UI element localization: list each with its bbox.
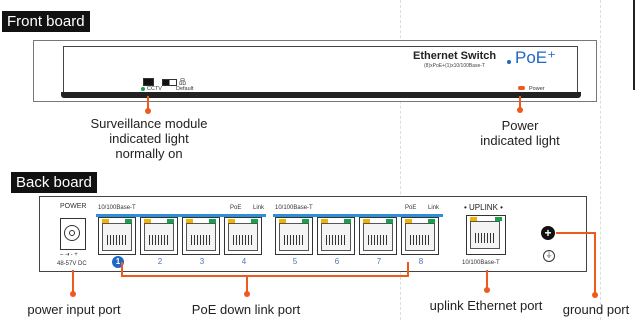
back-board-label: Back board xyxy=(11,172,97,193)
dashed-separator xyxy=(600,0,601,320)
callout-dot xyxy=(145,108,151,114)
callout-line xyxy=(519,96,521,109)
default-label: Default xyxy=(176,86,194,92)
group1-link-label: Link xyxy=(253,205,265,211)
front-panel-base xyxy=(61,92,581,98)
group2-link-label: Link xyxy=(428,205,440,211)
polarity-icon: – ‑◐‑ + xyxy=(60,252,78,258)
power-jack-pin xyxy=(69,230,75,236)
power-label: POWER xyxy=(60,203,87,210)
power-jack-ring xyxy=(64,225,80,241)
poe-port-6[interactable] xyxy=(317,217,355,255)
uplink-base-label: 10/100Base-T xyxy=(462,260,500,266)
cctv-label: CCTV xyxy=(147,86,162,92)
callout-line xyxy=(72,270,74,293)
brand-dot xyxy=(507,60,511,64)
callout-dot xyxy=(484,287,490,293)
brand-subtitle: (8)xPoE+(1)x10/100Base-T xyxy=(424,63,486,69)
port-number-8: 8 xyxy=(418,257,424,266)
power-callout-line2: indicated light xyxy=(480,133,560,148)
callout-dot xyxy=(244,291,250,297)
port-number-3: 3 xyxy=(199,257,205,266)
uplink-label: • UPLINK • xyxy=(464,203,503,212)
poe-port-5[interactable] xyxy=(275,217,313,255)
poe-port-2[interactable] xyxy=(140,217,178,255)
brand-name: Ethernet Switch xyxy=(413,50,497,62)
callout-dot xyxy=(517,107,523,113)
port-number-4: 4 xyxy=(241,257,247,266)
port-number-2: 2 xyxy=(157,257,163,266)
brand-poe: PoE⁺ xyxy=(515,48,557,67)
poe-down-link-callout: PoE down link port xyxy=(191,302,301,317)
front-panel-face xyxy=(63,46,578,93)
callout-line xyxy=(246,275,248,293)
group2-poe-label: PoE xyxy=(405,205,417,211)
callout-dot xyxy=(592,292,598,298)
uplink-callout: uplink Ethernet port xyxy=(429,298,543,313)
surveillance-callout-line1: Surveillance module xyxy=(90,116,208,131)
uplink-port[interactable] xyxy=(466,215,506,255)
port-number-7: 7 xyxy=(376,257,382,266)
edge-frame xyxy=(633,0,638,90)
poe-port-3[interactable] xyxy=(182,217,220,255)
group1-poe-label: PoE xyxy=(230,205,242,211)
group1-base-label: 10/100Base-T xyxy=(98,205,136,211)
group2-rule xyxy=(273,214,443,217)
power-input-callout: power input port xyxy=(27,302,121,317)
poe-port-8[interactable] xyxy=(401,217,439,255)
dip-switch[interactable] xyxy=(162,79,177,86)
callout-line xyxy=(121,262,123,276)
voltage-label: 48-57V DC xyxy=(57,261,87,267)
callout-bracket xyxy=(121,275,409,277)
ground-screw-icon: + xyxy=(541,226,555,240)
port-number-6: 6 xyxy=(334,257,340,266)
surveillance-callout-line3: normally on xyxy=(115,146,183,161)
poe-port-4[interactable] xyxy=(224,217,262,255)
callout-line xyxy=(594,232,596,294)
group2-base-label: 10/100Base-T xyxy=(275,205,313,211)
ground-callout: ground port xyxy=(562,302,630,317)
callout-line xyxy=(486,270,488,289)
cctv-icon xyxy=(143,78,154,86)
group1-rule xyxy=(96,214,266,217)
callout-line xyxy=(556,232,596,234)
callout-line xyxy=(407,262,409,276)
cctv-led xyxy=(141,87,145,91)
power-led xyxy=(518,86,525,90)
power-led-label: Power xyxy=(529,86,545,92)
poe-port-1[interactable] xyxy=(98,217,136,255)
ground-symbol-icon: ⏚ xyxy=(543,250,555,262)
dashed-separator xyxy=(400,0,401,320)
callout-line xyxy=(147,96,149,110)
network-icon: 品 xyxy=(179,79,186,86)
front-board-label: Front board xyxy=(2,11,90,32)
callout-dot xyxy=(70,291,76,297)
poe-port-7[interactable] xyxy=(359,217,397,255)
power-callout-line1: Power xyxy=(501,118,539,133)
port-number-5: 5 xyxy=(292,257,298,266)
surveillance-callout-line2: indicated light xyxy=(109,131,189,146)
